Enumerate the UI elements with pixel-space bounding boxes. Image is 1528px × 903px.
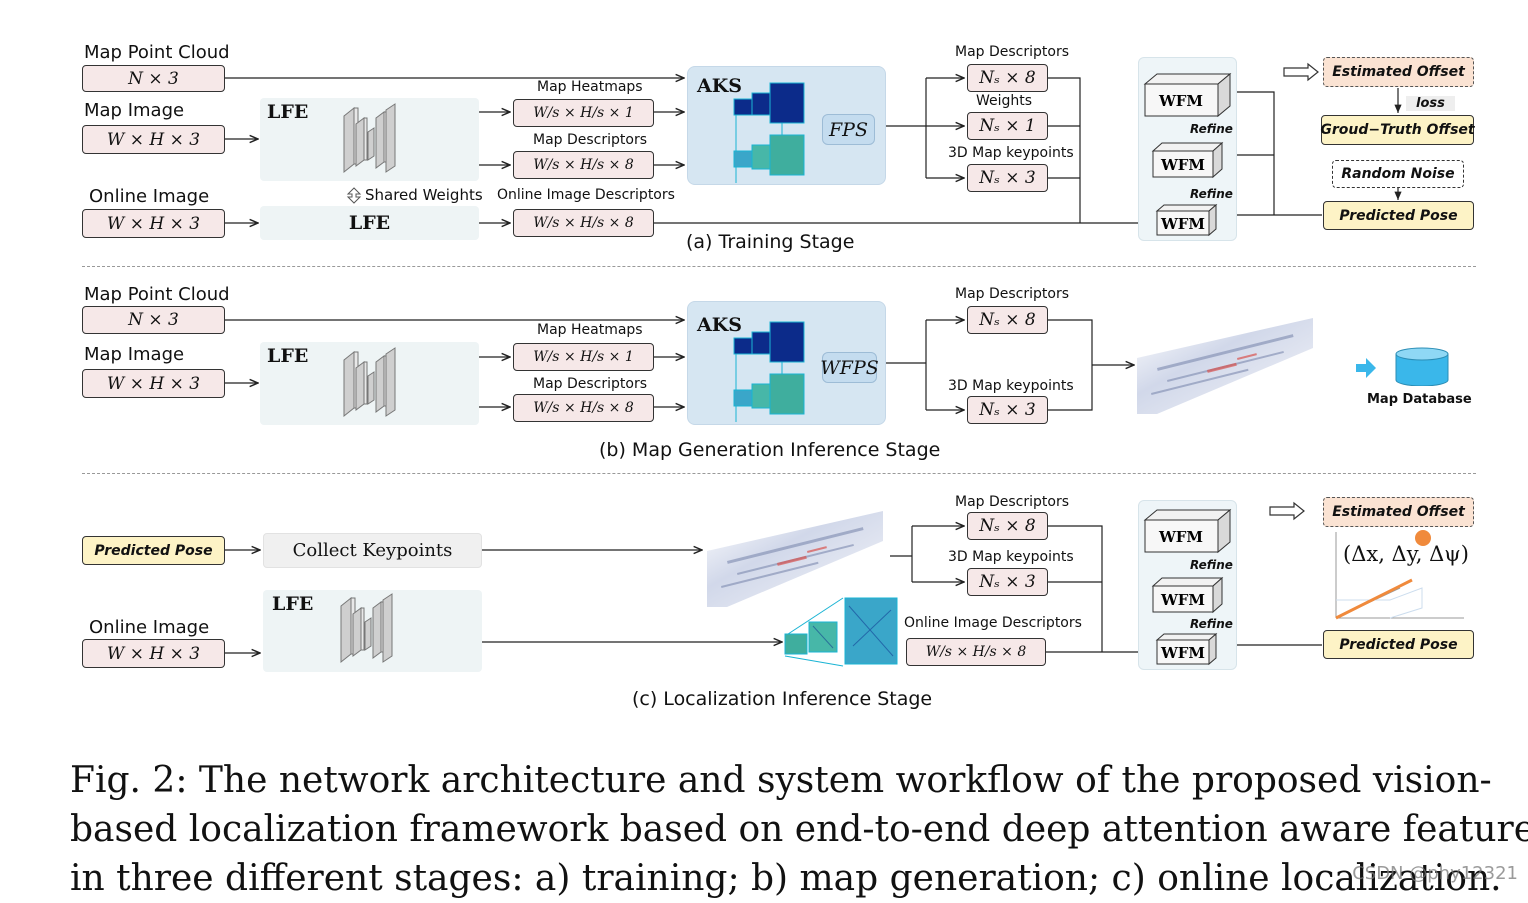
loc-online-image-label: Online Image — [89, 617, 210, 638]
map-database-icon — [1356, 347, 1449, 386]
wfps-block: WFPS — [820, 352, 879, 383]
lfe-module-online: LFE — [260, 206, 479, 240]
mg-encoder-decoder-icon — [343, 347, 396, 418]
random-noise: Random Noise — [1332, 160, 1464, 188]
estimated-offset-localization: Estimated Offset — [1323, 497, 1474, 527]
online-desc-label: Online Image Descriptors — [497, 187, 675, 203]
fps-block: FPS — [822, 114, 875, 145]
loc-lfe-title: LFE — [272, 593, 314, 615]
mg-map-heatmaps-dim: W/s × H/s × 1 — [513, 343, 654, 371]
map-descriptors-label: Map Descriptors — [533, 132, 648, 148]
loc-online-desc-dim: W/s × H/s × 8 — [906, 638, 1046, 666]
map-descriptors-dim: W/s × H/s × 8 — [513, 151, 654, 179]
stage-label-mapgen: (b) Map Generation Inference Stage — [599, 439, 941, 461]
pose-delta-label: (Δx, Δy, Δψ) — [1343, 542, 1469, 566]
mg-keypoints-dim: Nₛ × 3 — [967, 396, 1048, 424]
stage-label-localization: (c) Localization Inference Stage — [632, 688, 933, 710]
mg-map-descriptors-dim: W/s × H/s × 8 — [513, 394, 654, 422]
separator-1 — [82, 266, 1476, 267]
map-database-label: Map Database — [1367, 392, 1472, 407]
map-image-dim: W × H × 3 — [82, 125, 225, 154]
watermark: CSDN @phy12321 — [1352, 863, 1518, 884]
mg-heatmap-stack-icon — [733, 321, 805, 422]
loc-refine-label-2: Refine — [1190, 617, 1233, 631]
offset-axes-icon — [1335, 530, 1464, 620]
map-image-label: Map Image — [84, 100, 185, 121]
separator-2 — [82, 473, 1476, 474]
mg-map-descriptors-label: Map Descriptors — [533, 376, 648, 392]
mg-lfe-module: LFE — [260, 342, 479, 425]
predicted-pose-training: Predicted Pose — [1323, 201, 1474, 230]
loc-online-image-dim: W × H × 3 — [82, 639, 225, 668]
loc-keypoints-dim: Nₛ × 3 — [967, 568, 1048, 596]
feature-map-stack-icon — [784, 597, 898, 667]
loc-wfm1-text: WFM — [1158, 528, 1203, 546]
aks-title: AKS — [697, 75, 742, 97]
point-cloud-local-image — [707, 511, 883, 607]
online-image-dim: W × H × 3 — [82, 209, 225, 238]
figure-caption: Fig. 2: The network architecture and sys… — [70, 756, 1528, 903]
mg-map-point-cloud-label: Map Point Cloud — [84, 284, 230, 305]
encoder-decoder-icon — [343, 103, 396, 174]
point-cloud-map-image — [1137, 318, 1313, 414]
loc-lfe-module: LFE — [263, 590, 482, 672]
weights-dim: Nₛ × 1 — [967, 112, 1048, 140]
lfe-module-map: LFE — [260, 98, 479, 181]
out-map-desc-dim: Nₛ × 8 — [967, 64, 1048, 92]
loc-encoder-decoder-icon — [340, 593, 393, 664]
out-map-desc-label: Map Descriptors — [955, 44, 1070, 60]
loc-wfm2-text: WFM — [1160, 591, 1205, 609]
mg-map-point-cloud-dim: N × 3 — [82, 306, 225, 334]
ground-truth-offset: Groud−Truth Offset — [1320, 115, 1475, 145]
loc-online-desc-label: Online Image Descriptors — [904, 615, 1082, 631]
wfm2-text: WFM — [1160, 156, 1205, 174]
map-heatmaps-dim: W/s × H/s × 1 — [513, 99, 654, 127]
mg-lfe-title: LFE — [267, 345, 309, 367]
mg-map-image-label: Map Image — [84, 344, 185, 365]
predicted-pose-input: Predicted Pose — [82, 536, 225, 565]
predicted-pose-output: Predicted Pose — [1323, 630, 1474, 659]
loc-wfm-block-3: WFM — [1155, 632, 1218, 666]
refine-label-2: Refine — [1190, 187, 1233, 201]
caption-line-3: in three different stages: a) training; … — [70, 858, 1502, 899]
mg-out-map-desc-dim: Nₛ × 8 — [967, 306, 1048, 334]
wfm3-text: WFM — [1160, 215, 1205, 233]
loc-keypoints-label: 3D Map keypoints — [948, 549, 1074, 565]
loc-wfm-block-1: WFM — [1143, 508, 1232, 554]
wfm-block-2: WFM — [1151, 141, 1224, 179]
loc-map-desc-dim: Nₛ × 8 — [967, 512, 1048, 540]
wfm-block-1: WFM — [1143, 72, 1232, 118]
loss-label: loss — [1406, 96, 1455, 111]
caption-line-2: based localization framework based on en… — [70, 809, 1528, 850]
heatmap-stack-icon — [733, 82, 805, 183]
online-image-label: Online Image — [89, 186, 210, 207]
caption-line-1: Fig. 2: The network architecture and sys… — [70, 760, 1492, 801]
keypoints-label: 3D Map keypoints — [948, 145, 1074, 161]
loc-wfm-block-2: WFM — [1151, 576, 1224, 614]
collect-keypoints-block: Collect Keypoints — [263, 533, 482, 568]
loc-refine-label-1: Refine — [1190, 558, 1233, 572]
lfe2-title: LFE — [348, 212, 391, 234]
loc-wfm3-text: WFM — [1160, 644, 1205, 662]
online-desc-dim: W/s × H/s × 8 — [513, 209, 654, 237]
weights-label: Weights — [976, 93, 1033, 109]
mg-out-map-desc-label: Map Descriptors — [955, 286, 1070, 302]
map-point-cloud-dim: N × 3 — [82, 65, 225, 92]
map-heatmaps-label: Map Heatmaps — [537, 79, 643, 95]
wfm-block-3: WFM — [1155, 203, 1218, 237]
refine-label-1: Refine — [1190, 122, 1233, 136]
loc-map-desc-label: Map Descriptors — [955, 494, 1070, 510]
wfm1-text: WFM — [1158, 92, 1203, 110]
mg-map-heatmaps-label: Map Heatmaps — [537, 322, 643, 338]
mg-map-image-dim: W × H × 3 — [82, 369, 225, 398]
stage-label-training: (a) Training Stage — [686, 231, 855, 253]
map-point-cloud-label: Map Point Cloud — [84, 42, 230, 63]
mg-aks-title: AKS — [697, 314, 742, 336]
shared-weights-label: Shared Weights — [365, 186, 483, 204]
estimated-offset-training: Estimated Offset — [1323, 57, 1474, 87]
mg-keypoints-label: 3D Map keypoints — [948, 378, 1074, 394]
lfe-title: LFE — [267, 101, 309, 123]
keypoints-dim: Nₛ × 3 — [967, 164, 1048, 192]
